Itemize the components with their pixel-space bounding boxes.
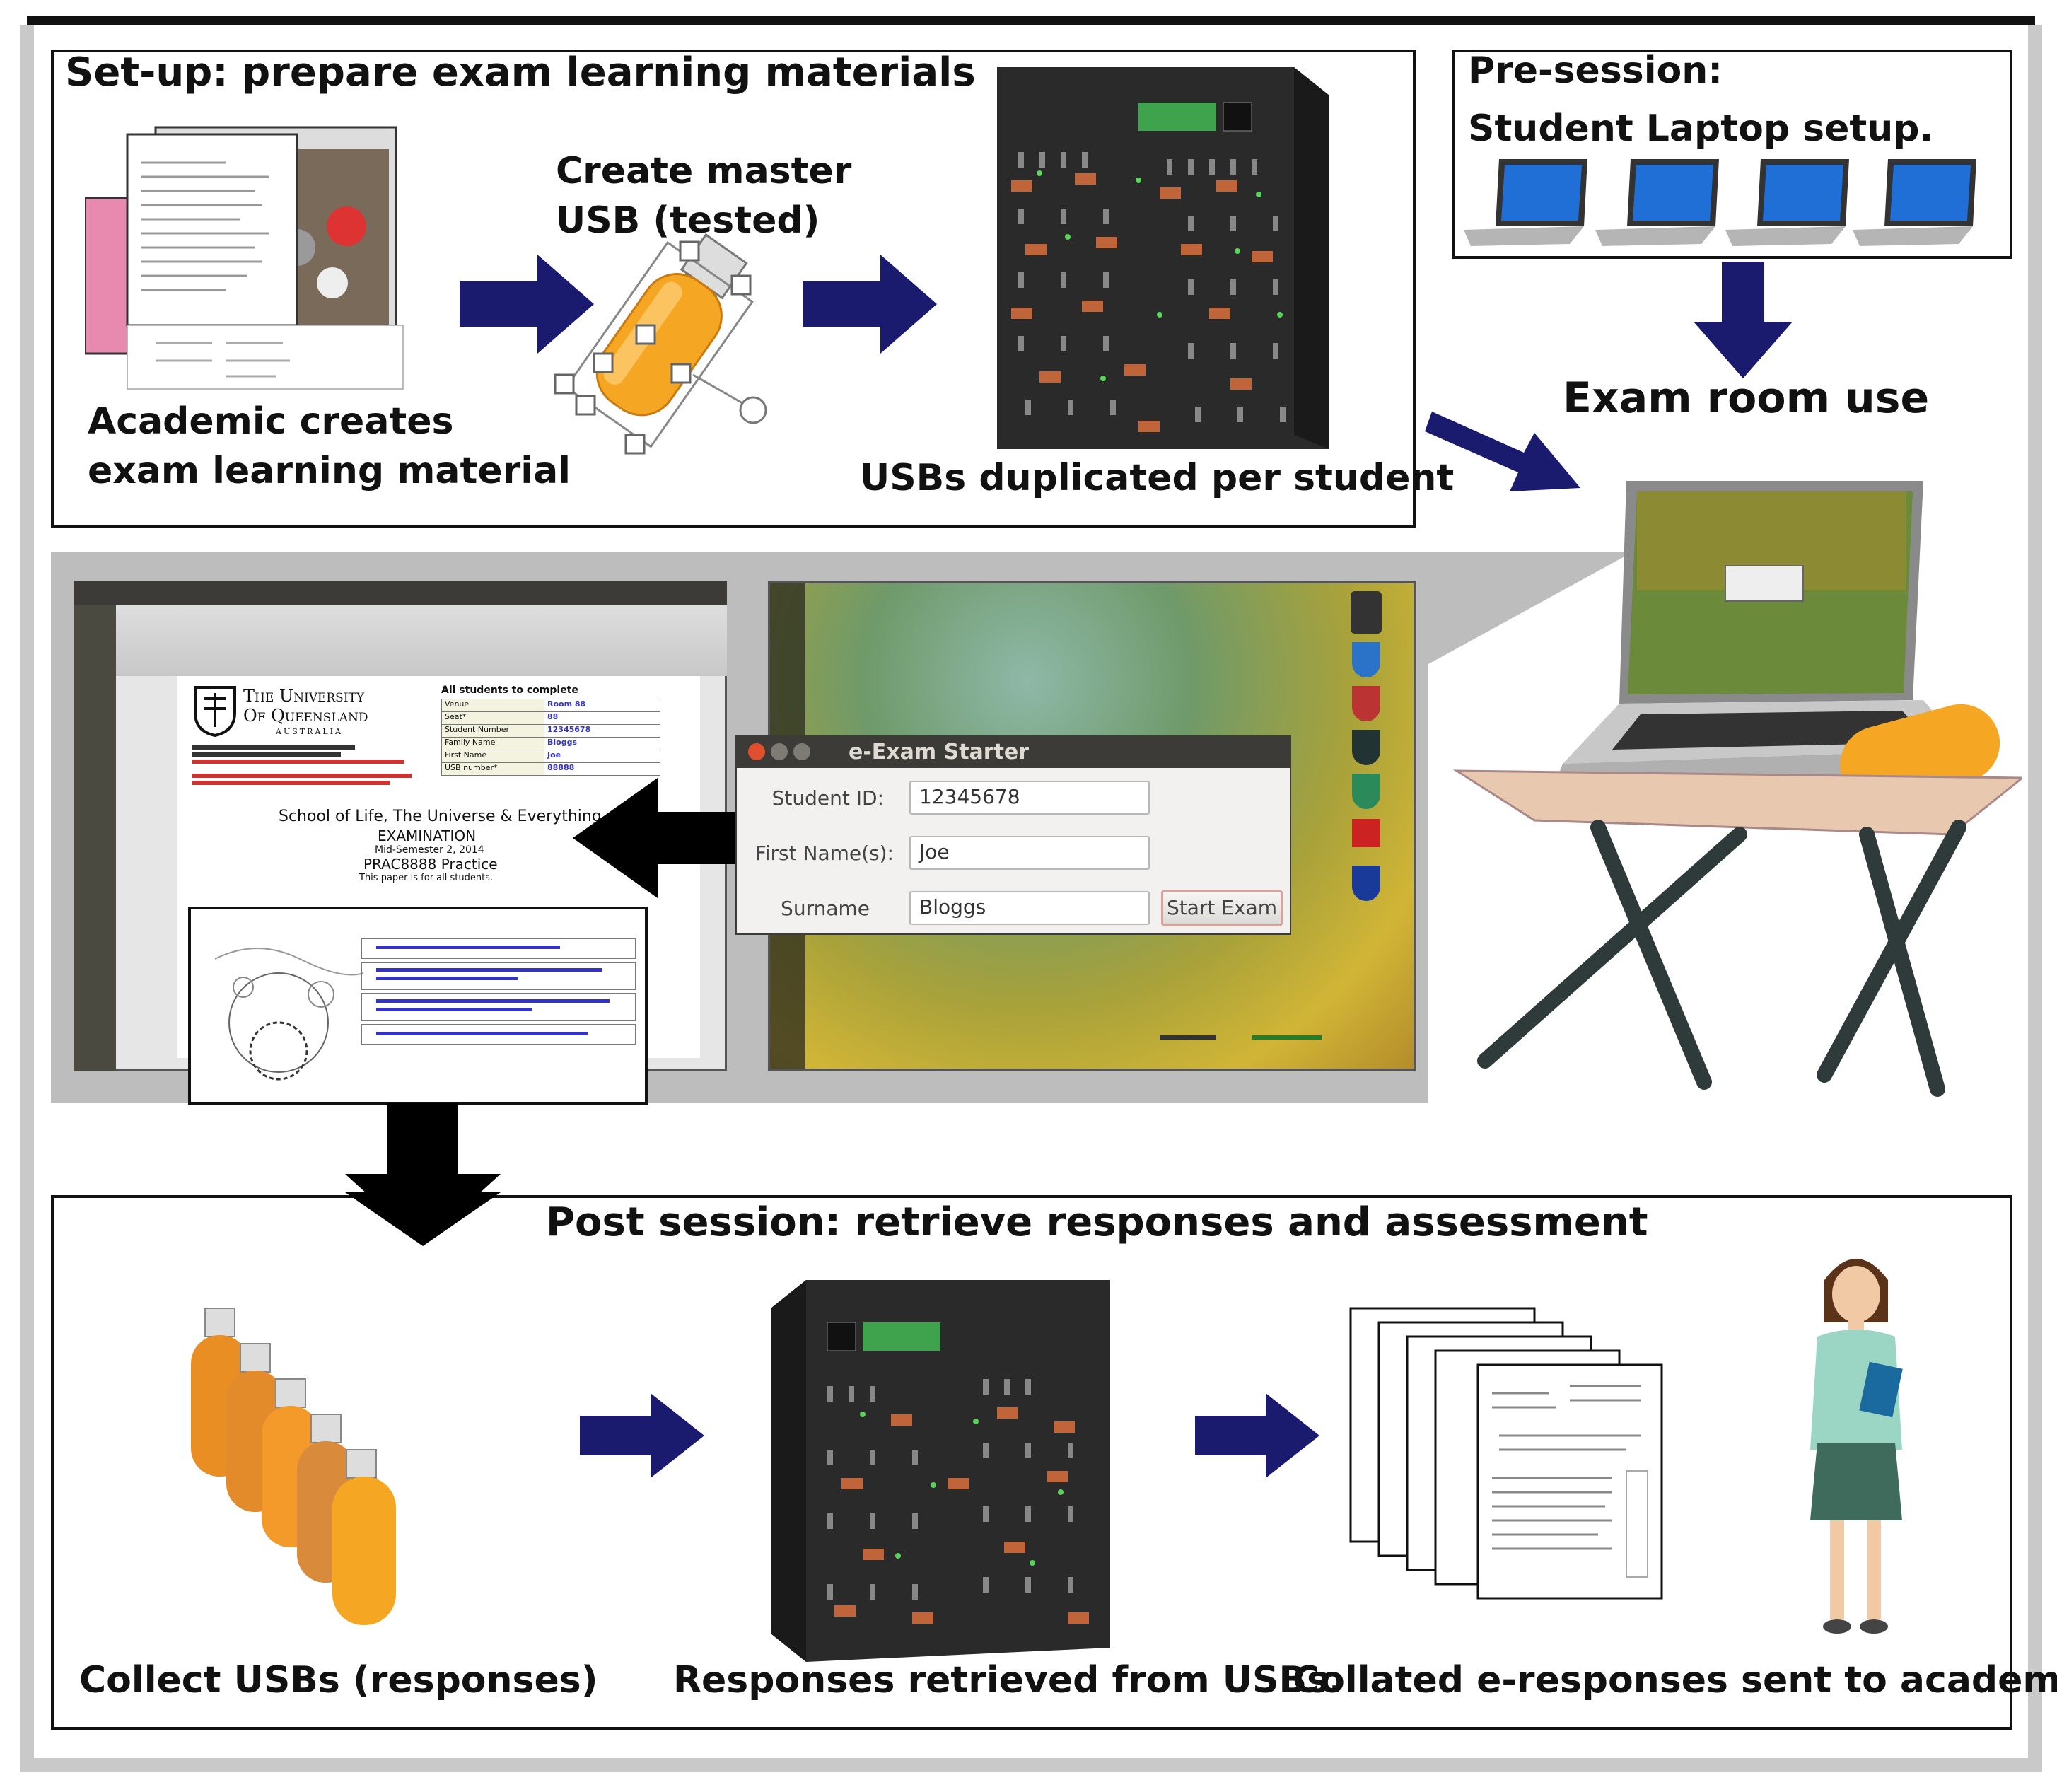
writer-toolbar bbox=[74, 605, 727, 676]
arrow-down-icon-overlap bbox=[345, 1192, 501, 1246]
university-logo-icon bbox=[1352, 866, 1380, 901]
arrow-left-icon bbox=[573, 778, 750, 898]
academic-caption-line1: Academic creates bbox=[88, 400, 454, 443]
dialog-titlebar bbox=[735, 735, 1291, 768]
collect-caption: Collect USBs (responses) bbox=[79, 1659, 598, 1701]
writer-launcher bbox=[74, 605, 116, 1071]
master-usb-caption-line1: Create master bbox=[556, 150, 852, 192]
minimize-window-button[interactable] bbox=[771, 743, 788, 760]
exam-laptop-on-table-illustration bbox=[1452, 481, 2022, 1097]
duplicated-caption: USBs duplicated per student bbox=[860, 457, 1455, 499]
table-row: USB number*88888 bbox=[441, 763, 660, 776]
university-logo-icon bbox=[1352, 774, 1380, 809]
table-row-value: Bloggs bbox=[547, 738, 578, 747]
exam-document-stack-illustration bbox=[85, 126, 404, 390]
uq-name-line2: Of Queensland bbox=[243, 706, 368, 726]
university-logo-icon bbox=[1352, 642, 1380, 677]
laptop-icon bbox=[1464, 159, 1587, 246]
surname-label: Surname bbox=[781, 897, 870, 920]
first-name-field[interactable]: Joe bbox=[909, 836, 1150, 870]
olt-logo-icon bbox=[1252, 993, 1322, 1040]
exam-paper: PRAC8888 Practice bbox=[363, 856, 498, 873]
collated-caption: Collated e-responses sent to academic. bbox=[1293, 1659, 2057, 1701]
first-name-label: First Name(s): bbox=[754, 842, 894, 865]
academic-caption-line2: exam learning material bbox=[88, 450, 571, 492]
uq-name-line1: The University bbox=[243, 686, 365, 706]
arrow-down-icon bbox=[1694, 262, 1793, 378]
uq-name-line3: AUSTRALIA bbox=[276, 727, 343, 736]
table-row-value: 88888 bbox=[547, 763, 575, 772]
exam-semester: Mid-Semester 2, 2014 bbox=[375, 844, 484, 856]
usb-stack-icon bbox=[191, 1308, 396, 1625]
table-row-label: Family Name bbox=[442, 738, 544, 750]
post-session-title: Post session: retrieve responses and ass… bbox=[546, 1199, 1648, 1245]
setup-title: Set-up: prepare exam learning materials bbox=[65, 50, 976, 95]
arrow-right-icon bbox=[803, 255, 937, 354]
arrow-right-icon bbox=[580, 1393, 704, 1478]
red-notice-lines bbox=[192, 743, 426, 799]
exam-school: School of Life, The Universe & Everythin… bbox=[279, 808, 602, 825]
student-id-field[interactable]: 12345678 bbox=[909, 781, 1150, 815]
close-window-button[interactable] bbox=[748, 743, 765, 760]
arrow-right-icon bbox=[460, 255, 594, 354]
university-logo-icon bbox=[1352, 819, 1380, 847]
collated-response-papers-illustration bbox=[1349, 1307, 1663, 1600]
uq-crest-icon bbox=[194, 686, 236, 737]
table-row-value: 12345678 bbox=[547, 725, 591, 734]
laptop-icon bbox=[1595, 159, 1719, 246]
presession-subtitle: Student Laptop setup. bbox=[1468, 107, 1934, 150]
presession-title: Pre-session: bbox=[1468, 50, 1723, 92]
exam-note: This paper is for all students. bbox=[359, 873, 494, 883]
table-row-value: 88 bbox=[547, 712, 559, 721]
table-row-label: Student Number bbox=[442, 725, 544, 737]
desktop-logo-column bbox=[1345, 587, 1387, 1040]
table-row-value: Room 88 bbox=[547, 699, 586, 709]
table-row: Seat*88 bbox=[441, 712, 660, 725]
writer-titlebar bbox=[74, 581, 727, 605]
cell-diagram-illustration bbox=[214, 948, 364, 1081]
question-popout bbox=[188, 907, 648, 1105]
master-usb-caption-line2: USB (tested) bbox=[556, 199, 820, 242]
arrow-diagonal-icon bbox=[1425, 412, 1580, 491]
university-logo-icon bbox=[1352, 730, 1380, 765]
arrow-right-icon bbox=[1195, 1393, 1319, 1478]
student-id-label: Student ID: bbox=[771, 786, 884, 810]
retrieved-caption: Responses retrieved from USBs. bbox=[673, 1659, 1343, 1701]
dialog-title: e-Exam Starter bbox=[849, 740, 1030, 764]
maximize-window-button[interactable] bbox=[793, 743, 810, 760]
surname-field[interactable]: Bloggs bbox=[909, 891, 1150, 925]
government-logo-icon bbox=[1160, 993, 1216, 1040]
university-logo-icon bbox=[1352, 686, 1380, 721]
laptop-icon bbox=[1853, 159, 1976, 246]
exam-heading: EXAMINATION bbox=[378, 827, 477, 844]
eexam-logo-icon bbox=[1351, 591, 1382, 634]
start-exam-button[interactable]: Start Exam bbox=[1161, 890, 1283, 926]
table-row-label: First Name bbox=[442, 750, 544, 762]
usb-duplicator-tower-icon bbox=[771, 1280, 1110, 1662]
laptop-icon bbox=[1725, 159, 1849, 246]
table-title: All students to complete bbox=[441, 685, 578, 696]
top-border bbox=[27, 16, 2035, 25]
academic-person-illustration bbox=[1810, 1259, 1903, 1634]
table-row-value: Joe bbox=[547, 750, 561, 760]
table-row-label: USB number* bbox=[442, 763, 544, 775]
exam-room-title: Exam room use bbox=[1563, 373, 1930, 423]
table-row-label: Seat* bbox=[442, 712, 544, 724]
table-row-label: Venue bbox=[442, 699, 544, 711]
usb-icon bbox=[554, 233, 767, 455]
band-wedge bbox=[1414, 552, 1633, 672]
usb-duplicator-tower-icon bbox=[997, 67, 1329, 449]
